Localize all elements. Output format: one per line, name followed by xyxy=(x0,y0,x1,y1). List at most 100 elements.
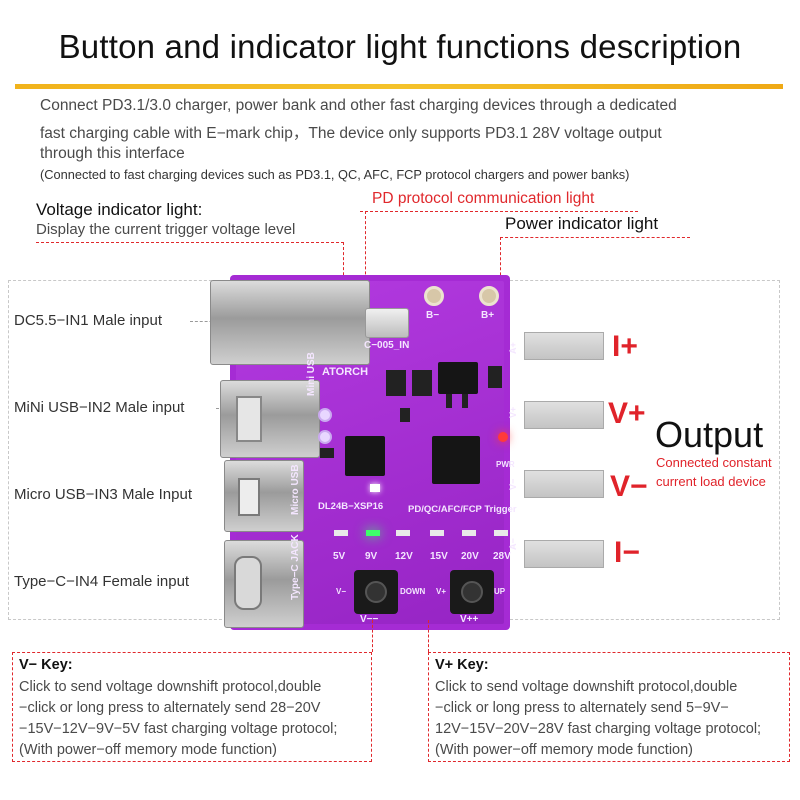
v-plus-key-line-1: Click to send voltage downshift protocol… xyxy=(435,679,738,695)
smd-pin xyxy=(462,394,468,408)
typec-opening xyxy=(234,556,262,610)
v-minus-key-line-3: −15V−12V−9V−5V fast charging voltage pro… xyxy=(19,721,338,737)
mini-usb-opening xyxy=(236,396,262,442)
board-chip-label: DL24B−XSP16 xyxy=(318,501,384,512)
v-minus-key-line-1: Click to send voltage downshift protocol… xyxy=(19,679,322,695)
v-plus-bottom-silk: V++ xyxy=(460,614,479,625)
micro-usb-opening xyxy=(238,478,260,516)
input-micro-usb-label: Micro USB−IN3 Male Input xyxy=(14,486,192,503)
v-plus-button-cap[interactable] xyxy=(461,581,483,603)
v-plus-key-title: V+ Key: xyxy=(435,657,489,673)
board-trigger-label: PD/QC/AFC/FCP Trigger xyxy=(408,504,517,515)
v-minus-key-line-2: −click or long press to alternately send… xyxy=(19,700,321,716)
dc55-pin xyxy=(365,308,409,338)
v-minus-key-leader xyxy=(372,620,373,652)
pad-b-plus-label: B+ xyxy=(481,310,495,321)
smd-component xyxy=(488,366,502,388)
terminal-i-minus[interactable] xyxy=(524,540,604,568)
controller-chip xyxy=(345,436,385,476)
a-plus-silk: A+ xyxy=(508,342,518,354)
input-panel xyxy=(8,280,232,620)
output-v-plus-label: V+ xyxy=(608,397,646,430)
pwr-silk: PWR xyxy=(496,460,515,469)
power-light-underline xyxy=(500,237,690,238)
pd-light-underline xyxy=(360,211,638,212)
dc55-jack xyxy=(210,280,370,365)
intro-line-1: Connect PD3.1/3.0 charger, power bank an… xyxy=(40,97,677,114)
pd-protocol-led xyxy=(370,484,380,492)
page-title: Button and indicator light functions des… xyxy=(58,28,742,65)
trigger-chip xyxy=(432,436,480,484)
terminal-v-minus[interactable] xyxy=(524,470,604,498)
board-brand-label: ATORCH xyxy=(322,366,369,378)
v-plus-key-box: V+ Key: Click to send voltage downshift … xyxy=(428,652,790,762)
output-i-plus-label: I+ xyxy=(612,330,638,363)
v-plus-key-line-2: −click or long press to alternately send… xyxy=(435,700,729,716)
voltage-label-28v: 28V xyxy=(493,551,511,562)
voltage-light-title: Voltage indicator light: xyxy=(36,200,203,219)
smd-component xyxy=(320,448,334,458)
v-plus-edge-silk: V+ xyxy=(508,406,518,418)
title-underline xyxy=(15,84,783,89)
pad-b-minus xyxy=(424,286,444,306)
smd-component xyxy=(412,370,432,396)
input-dc55-label: DC5.5−IN1 Male input xyxy=(14,312,162,329)
smd-component xyxy=(400,408,410,422)
v-minus-bottom-silk: V−− xyxy=(360,614,379,625)
power-indicator-led xyxy=(498,432,508,442)
pad-b-plus xyxy=(479,286,499,306)
v-minus-silk: V− xyxy=(336,587,347,596)
output-i-minus-label: I− xyxy=(614,536,640,569)
a-minus-silk: A− xyxy=(508,538,518,550)
voltage-label-20v: 20V xyxy=(461,551,479,562)
v-minus-button-cap[interactable] xyxy=(365,581,387,603)
pad-b-minus-label: B− xyxy=(426,310,440,321)
voltage-led-20v xyxy=(462,530,476,536)
power-light-label: Power indicator light xyxy=(505,214,659,233)
intro-line-3: through this interface xyxy=(40,145,185,162)
terminal-i-plus[interactable] xyxy=(524,332,604,360)
voltage-led-9v xyxy=(366,530,380,536)
output-title: Output xyxy=(655,414,764,455)
smd-pin xyxy=(446,394,452,408)
voltage-label-9v: 9V xyxy=(365,551,378,562)
regulator-chip xyxy=(438,362,478,394)
output-v-minus-label: V− xyxy=(610,470,648,503)
voltage-led-28v xyxy=(494,530,508,536)
v-minus-key-box: V− Key: Click to send voltage downshift … xyxy=(12,652,372,762)
v-plus-key-line-3: 12V−15V−20V−28V fast charging voltage pr… xyxy=(435,721,762,737)
intro-line-2: fast charging cable with E−mark chip，The… xyxy=(40,125,662,142)
input-mini-usb-label: MiNi USB−IN2 Male input xyxy=(14,399,185,416)
voltage-light-underline xyxy=(36,242,344,243)
micro-usb-silk: Micro USB xyxy=(290,464,301,515)
output-subtitle-2: current load device xyxy=(656,474,766,489)
mini-usb-silk: Mini USB xyxy=(306,352,317,396)
typec-silk: Type−C JACK xyxy=(290,534,301,600)
v-plus-silk: V+ xyxy=(436,587,447,596)
smd-component xyxy=(386,370,406,396)
input-typec-label: Type−C−IN4 Female input xyxy=(14,573,190,590)
mini-usb-port xyxy=(220,380,320,458)
test-point xyxy=(318,408,332,422)
voltage-led-15v xyxy=(430,530,444,536)
voltage-label-15v: 15V xyxy=(430,551,448,562)
terminal-v-plus[interactable] xyxy=(524,401,604,429)
v-minus-key-line-4: (With power−off memory mode function) xyxy=(19,742,278,758)
voltage-label-5v: 5V xyxy=(333,551,346,562)
voltage-label-12v: 12V xyxy=(395,551,413,562)
v-plus-up-silk: UP xyxy=(494,587,506,596)
v-plus-key-leader xyxy=(428,620,429,652)
v-plus-key-line-4: (With power−off memory mode function) xyxy=(435,742,694,758)
v-minus-key-title: V− Key: xyxy=(19,657,73,673)
pd-light-label: PD protocol communication light xyxy=(372,190,595,207)
voltage-light-subtitle: Display the current trigger voltage leve… xyxy=(36,221,296,238)
micro-usb-port xyxy=(224,460,304,532)
output-title-backdrop xyxy=(652,413,779,491)
v-minus-down-silk: DOWN xyxy=(400,587,426,596)
voltage-led-12v xyxy=(396,530,410,536)
voltage-led-5v xyxy=(334,530,348,536)
output-subtitle-1: Connected constant xyxy=(656,455,772,470)
test-point xyxy=(318,430,332,444)
v-minus-edge-silk: V− xyxy=(508,478,518,490)
board-model-label: C−005_IN xyxy=(364,340,410,351)
